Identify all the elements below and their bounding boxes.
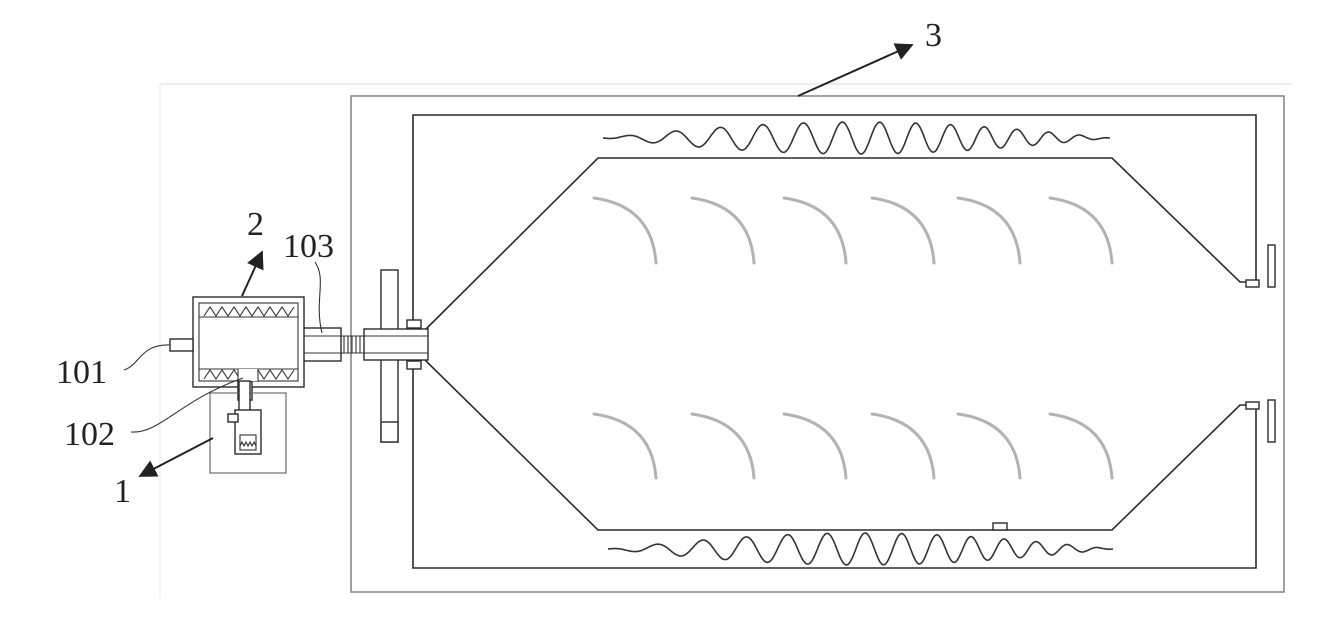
heating-wave-bottom <box>607 532 1114 566</box>
inner-chamber <box>412 114 1257 569</box>
fuel-tank-coil <box>239 440 257 448</box>
lifting-fin <box>870 196 936 265</box>
right-bottom-fitting <box>1245 401 1260 410</box>
fuel-tank <box>234 409 262 455</box>
lifting-fin <box>956 412 1022 480</box>
hub-bolt-bottom <box>406 360 422 370</box>
fuel-valve <box>227 413 239 423</box>
outer-housing <box>350 95 1285 593</box>
lifting-fin <box>956 196 1022 265</box>
label-3: 3 <box>925 17 942 54</box>
lifting-fin <box>782 412 848 480</box>
burner-top-coil <box>203 306 295 317</box>
label-2: 2 <box>247 206 264 243</box>
label-1: 1 <box>114 473 131 510</box>
burner-nozzle <box>302 327 342 362</box>
drum-top-wall <box>424 157 1256 331</box>
arrow-1 <box>138 437 214 477</box>
lifting-fin <box>690 412 756 480</box>
right-bottom-bracket <box>1267 399 1276 443</box>
lifting-fin <box>592 412 658 480</box>
lifting-fins <box>592 196 1114 480</box>
right-top-bracket <box>1267 244 1276 288</box>
leader-101 <box>123 344 171 371</box>
lifting-fin <box>782 196 848 265</box>
heating-wave-top <box>602 121 1111 155</box>
burner-inlet <box>169 338 194 352</box>
lifting-fin <box>690 196 756 265</box>
fuel-tank-inner <box>239 434 257 451</box>
drum-bottom-wall <box>424 359 1256 531</box>
leader-102 <box>130 377 244 433</box>
flange-hub <box>363 328 429 361</box>
arrow-3 <box>797 43 914 97</box>
hub-bolt-top <box>406 319 422 329</box>
label-102: 102 <box>64 416 115 453</box>
leader-103 <box>314 261 323 334</box>
flange-lower-block <box>380 421 399 443</box>
label-103: 103 <box>283 228 334 265</box>
arrow-2 <box>241 250 264 297</box>
lifting-fin <box>1048 412 1114 480</box>
lifting-fin <box>870 412 936 480</box>
label-101: 101 <box>56 354 107 391</box>
fuel-pipe <box>238 380 251 412</box>
right-top-fitting <box>1245 279 1260 288</box>
lifting-fin <box>592 196 658 265</box>
bottom-small-fitting <box>992 522 1008 531</box>
coupling <box>341 335 364 354</box>
lifting-fin <box>1048 196 1114 265</box>
